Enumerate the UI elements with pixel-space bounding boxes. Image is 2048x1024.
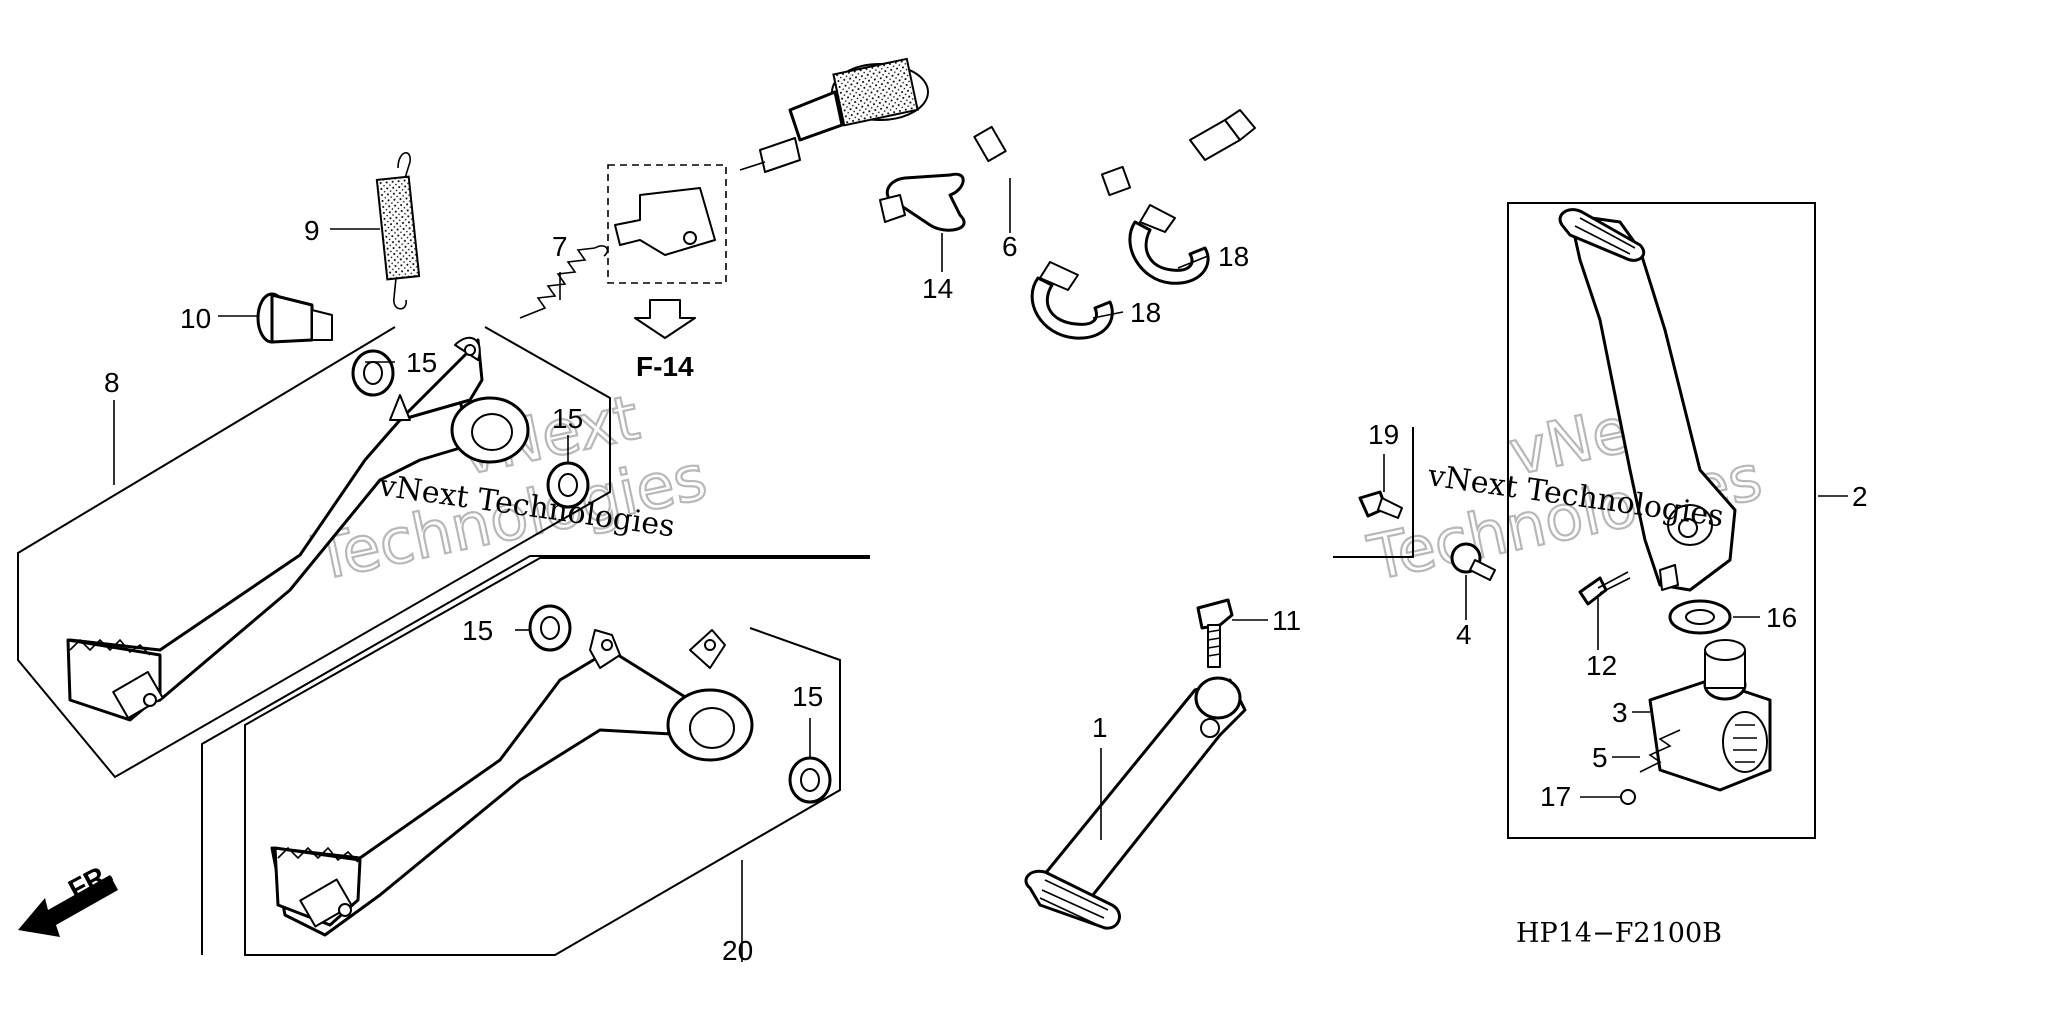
frame-part-20 [244, 557, 870, 956]
callout-14: 14 [922, 273, 953, 304]
callout-15-b: 15 [552, 403, 583, 434]
clamp-18-upper [1128, 204, 1210, 285]
clamp-14 [879, 172, 966, 232]
reference-label: F-14 [636, 351, 694, 382]
callout-10: 10 [180, 303, 211, 334]
callout-18-a: 18 [1218, 241, 1249, 272]
callout-7: 7 [552, 231, 568, 262]
callout-16: 16 [1766, 602, 1797, 633]
group-frames [17, 202, 1816, 956]
callout-19: 19 [1368, 419, 1399, 450]
callout-9: 9 [304, 215, 320, 246]
brake-pedal-8 [66, 336, 530, 722]
seals-15 [351, 349, 832, 804]
kick-boss-3 [1648, 639, 1772, 792]
callouts: 1 2 3 4 5 6 7 8 9 10 11 12 14 15 15 15 1… [104, 215, 1868, 966]
clamp-18-lower [1030, 261, 1114, 340]
callout-15-d: 15 [792, 681, 823, 712]
frame-outer [201, 555, 870, 955]
callout-2: 2 [1852, 481, 1868, 512]
spring-7 [519, 245, 609, 319]
washer-16 [1668, 599, 1732, 635]
callout-5: 5 [1592, 742, 1608, 773]
callout-17: 17 [1540, 781, 1571, 812]
callout-15-a: 15 [406, 347, 437, 378]
callout-15-c: 15 [462, 615, 493, 646]
callout-8: 8 [104, 367, 120, 398]
dashed-box [607, 164, 727, 284]
callout-12: 12 [1586, 650, 1617, 681]
shift-lever-1 [1024, 676, 1247, 930]
callout-6: 6 [1002, 231, 1018, 262]
callout-11: 11 [1272, 605, 1301, 636]
callout-3: 3 [1612, 697, 1628, 728]
bolt-4 [1450, 542, 1496, 581]
front-direction-arrow: FR. [18, 857, 118, 937]
kick-arm-2 [1558, 208, 1737, 592]
spring-5 [1639, 729, 1681, 773]
callout-20: 20 [722, 935, 753, 966]
stop-switch-assembly [739, 57, 1256, 197]
bolt-19 [1358, 490, 1403, 519]
callout-18-b: 18 [1130, 297, 1161, 328]
bracket-f14 [607, 164, 727, 339]
frame-part-19 [1333, 427, 1414, 558]
brake-pedal-20 [270, 629, 754, 937]
arrow-down-icon [634, 299, 696, 339]
callout-4: 4 [1456, 619, 1472, 650]
screw-12 [1578, 571, 1631, 606]
callout-1: 1 [1092, 712, 1108, 743]
ball-17 [1620, 789, 1636, 805]
pivot-bolt-10 [256, 292, 333, 344]
frame-part-2 [1507, 202, 1816, 839]
arrow-left-icon [18, 875, 118, 937]
spring-9 [375, 152, 421, 310]
leader-lines [113, 178, 1848, 962]
bolt-11 [1196, 598, 1234, 668]
diagram-code: HP14−F2100B [1516, 918, 1722, 949]
frame-part-8 [17, 326, 611, 779]
